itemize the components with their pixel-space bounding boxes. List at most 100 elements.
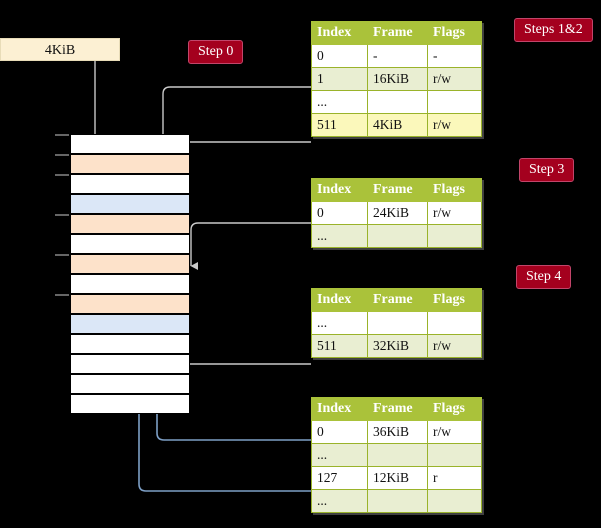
memory-cell-3 [70,194,190,214]
column-header-index: Index [311,288,368,312]
cell-frame [367,90,428,114]
cell-flags [427,90,482,114]
wire-result-a [156,321,311,441]
badge-step-0: Step 0 [188,40,244,64]
badge-label: Step 0 [198,44,234,59]
column-header-index: Index [311,397,368,421]
cell-index: 0 [311,44,368,68]
memory-cell-6 [70,254,190,274]
table-row: ... [311,224,482,248]
cell-index: 0 [311,420,368,444]
badge-label: Steps 1&2 [524,22,583,37]
table-row: ... [311,90,482,114]
table-row: ... [311,311,482,335]
column-header-frame: Frame [367,397,428,421]
cell-frame: 24KiB [367,201,428,225]
cell-index: ... [311,443,368,467]
wire-steps12-b [182,141,311,154]
wire-result-b [138,197,311,492]
cell-frame: 4KiB [367,113,428,137]
badge-step-4: Step 4 [516,265,572,289]
memory-tick-0 [55,134,69,136]
cell-index: ... [311,489,368,513]
column-header-frame: Frame [367,21,428,45]
column-header-index: Index [311,21,368,45]
cell-flags: - [427,44,482,68]
cell-flags: r/w [427,67,482,91]
table-row: ... [311,443,482,467]
column-header-flags: Flags [427,288,482,312]
memory-cell-11 [70,354,190,374]
cell-flags [427,311,482,335]
cell-flags [427,443,482,467]
cell-frame [367,443,428,467]
cell-frame: 16KiB [367,67,428,91]
memory-cell-1 [70,154,190,174]
memory-tick-1 [55,154,69,156]
cell-index: 0 [311,201,368,225]
column-header-index: Index [311,178,368,202]
column-header-frame: Frame [367,178,428,202]
memory-cell-0 [70,134,190,154]
memory-tick-2 [55,174,69,176]
badge-label: Step 4 [526,269,562,284]
cell-frame [367,311,428,335]
memory-cell-7 [70,274,190,294]
cell-frame: - [367,44,428,68]
cell-index: ... [311,224,368,248]
memory-cell-9 [70,314,190,334]
wire-steps12-a [162,86,311,222]
column-header-flags: Flags [427,21,482,45]
column-header-flags: Flags [427,397,482,421]
memory-tick-6 [55,254,69,256]
source-frame-box: 4KiB [0,38,120,61]
memory-cell-2 [70,174,190,194]
cell-index: 127 [311,466,368,490]
memory-cell-10 [70,334,190,354]
badge-steps-1-2: Steps 1&2 [514,18,593,42]
column-header-flags: Flags [427,178,482,202]
memory-cell-4 [70,214,190,234]
memory-tick-8 [55,294,69,296]
cell-flags [427,489,482,513]
memory-cell-8 [70,294,190,314]
memory-cell-5 [70,234,190,254]
physical-memory-column [55,134,190,414]
table-row: 0-- [311,44,482,68]
wire-step4 [172,318,311,365]
badge-step-3: Step 3 [519,158,575,182]
cell-frame: 32KiB [367,334,428,358]
cell-flags [427,224,482,248]
cell-frame: 12KiB [367,466,428,490]
badge-label: Step 3 [529,162,565,177]
cell-flags: r [427,466,482,490]
cell-frame: 36KiB [367,420,428,444]
memory-cell-13 [70,394,190,414]
wire-step3 [190,222,311,270]
cell-frame [367,489,428,513]
cell-frame [367,224,428,248]
cell-index: 511 [311,113,368,137]
cell-index: ... [311,90,368,114]
cell-index: 511 [311,334,368,358]
cell-index: 1 [311,67,368,91]
cell-flags: r/w [427,201,482,225]
cell-flags: r/w [427,420,482,444]
source-frame-label: 4KiB [44,43,76,58]
memory-tick-4 [55,214,69,216]
